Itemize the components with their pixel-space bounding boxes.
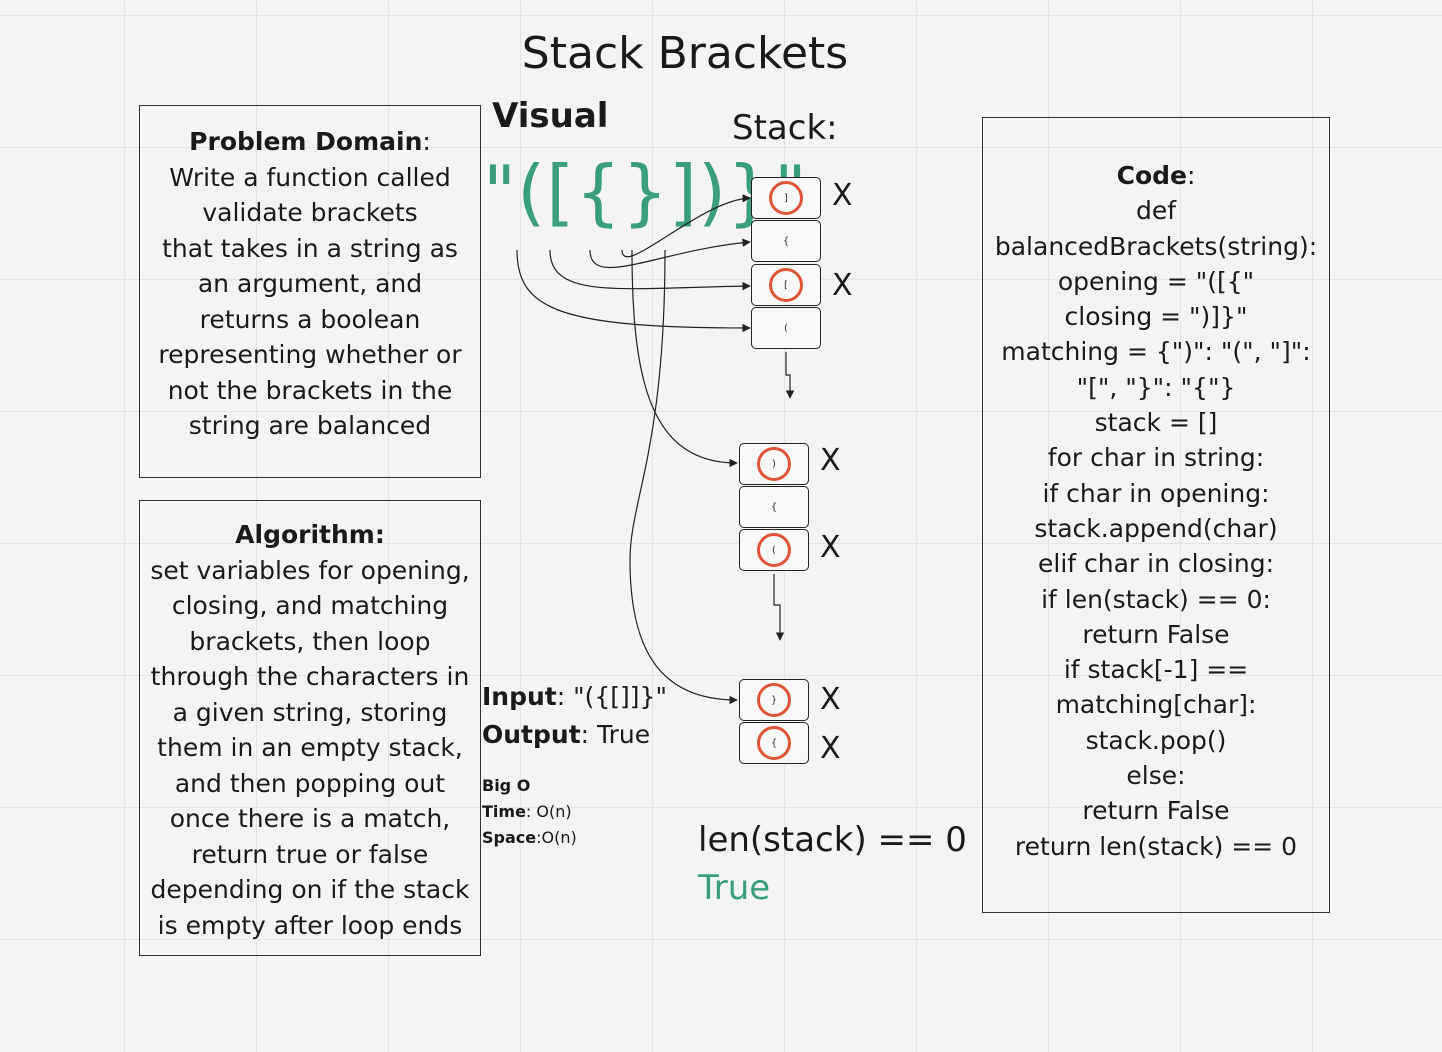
visual-heading: Visual [492,96,609,136]
code-line: stack.append(char) [1034,513,1278,543]
stack2-cell: ) [739,443,809,485]
stack-transition-arrow-1 [785,352,795,399]
algorithm-line: set variables for opening, [150,555,470,585]
match-x-mark: X [820,731,841,766]
match-x-mark: X [832,178,853,213]
algorithm-box: Algorithm: set variables for opening, cl… [139,500,481,956]
problem-domain-box: Problem Domain: Write a function called … [139,105,481,478]
input-line: Input: "({[]]}" [482,682,667,711]
arrow-close-square [631,249,738,468]
code-line: "[", "}": "{"} [1076,372,1236,402]
code-line: matching = {")": "(", "]": [1001,337,1311,367]
code-line: if char in opening: [1042,478,1270,508]
code-line: matching[char]: [1055,690,1257,720]
problem-domain-line: string are balanced [188,411,432,440]
algorithm-line: is empty after loop ends [157,910,463,940]
match-x-mark: X [820,530,841,565]
algorithm-line: return true or false [191,839,429,869]
stack1-cell: [ [751,264,821,306]
code-line: stack.pop() [1085,725,1227,755]
code-line: opening = "([{" [1057,266,1255,296]
code-line: if stack[-1] == [1063,655,1249,685]
code-line: balancedBrackets(string): [994,231,1318,261]
algorithm-line: through the characters in [150,662,470,691]
result-expression: len(stack) == 0 [698,820,967,860]
stack1-cell: ] [751,177,821,219]
stack3-cell: } [739,679,809,721]
problem-domain-heading: Problem Domain: [189,127,431,156]
code-line: return False [1082,796,1230,826]
stack-label: Stack: [732,108,838,148]
match-x-mark: X [832,268,853,303]
output-line: Output: True [482,720,651,749]
problem-domain-line: not the brackets in the [167,375,453,405]
arrow-close-curly [621,194,751,258]
problem-domain-line: an argument, and [197,269,423,298]
code-line: if len(stack) == 0: [1041,584,1271,614]
stack3-cell: { [739,722,809,764]
code-heading: Code: [1116,161,1196,190]
code-line: def [1135,196,1177,226]
big-o-heading: Big O [482,776,531,795]
arrow-open-curly [589,238,751,269]
code-line: return len(stack) == 0 [1014,831,1298,861]
stack2-cell: ( [739,529,809,571]
page-title: Stack Brackets [521,28,849,79]
problem-domain-line: validate brackets [202,198,418,227]
code-box: Code: def balancedBrackets(string): open… [982,117,1330,913]
algorithm-heading: Algorithm: [235,520,385,549]
problem-domain-line: Write a function called [169,162,451,192]
algorithm-line: and then popping out [174,768,446,798]
algorithm-line: closing, and matching [171,591,449,620]
space-complexity: Space:O(n) [482,828,577,847]
arrow-open-square [549,249,751,291]
stack1-cell: ( [751,307,821,349]
stack2-cell: { [739,486,809,528]
match-x-mark: X [820,443,841,478]
match-x-mark: X [820,682,841,717]
stack-transition-arrow-2 [773,574,785,641]
code-line: else: [1126,761,1186,791]
arrow-open-paren [516,249,751,333]
algorithm-line: them in an empty stack, [157,733,463,762]
stack1-cell: { [751,220,821,262]
algorithm-line: brackets, then loop [189,626,431,656]
code-line: elif char in closing: [1038,549,1274,579]
time-complexity: Time: O(n) [482,802,572,821]
arrow-close-paren [629,249,738,705]
algorithm-line: once there is a match, [169,804,451,833]
code-line: for char in string: [1047,443,1265,473]
algorithm-line: depending on if the stack [150,875,470,904]
result-value: True [698,868,771,908]
problem-domain-line: returns a boolean [199,304,421,334]
code-line: closing = ")]}" [1064,302,1248,332]
algorithm-line: a given string, storing [172,697,448,727]
code-line: return False [1082,619,1230,649]
code-line: stack = [] [1094,408,1218,438]
problem-domain-line: that takes in a string as [162,233,458,263]
problem-domain-line: representing whether or [158,340,462,369]
